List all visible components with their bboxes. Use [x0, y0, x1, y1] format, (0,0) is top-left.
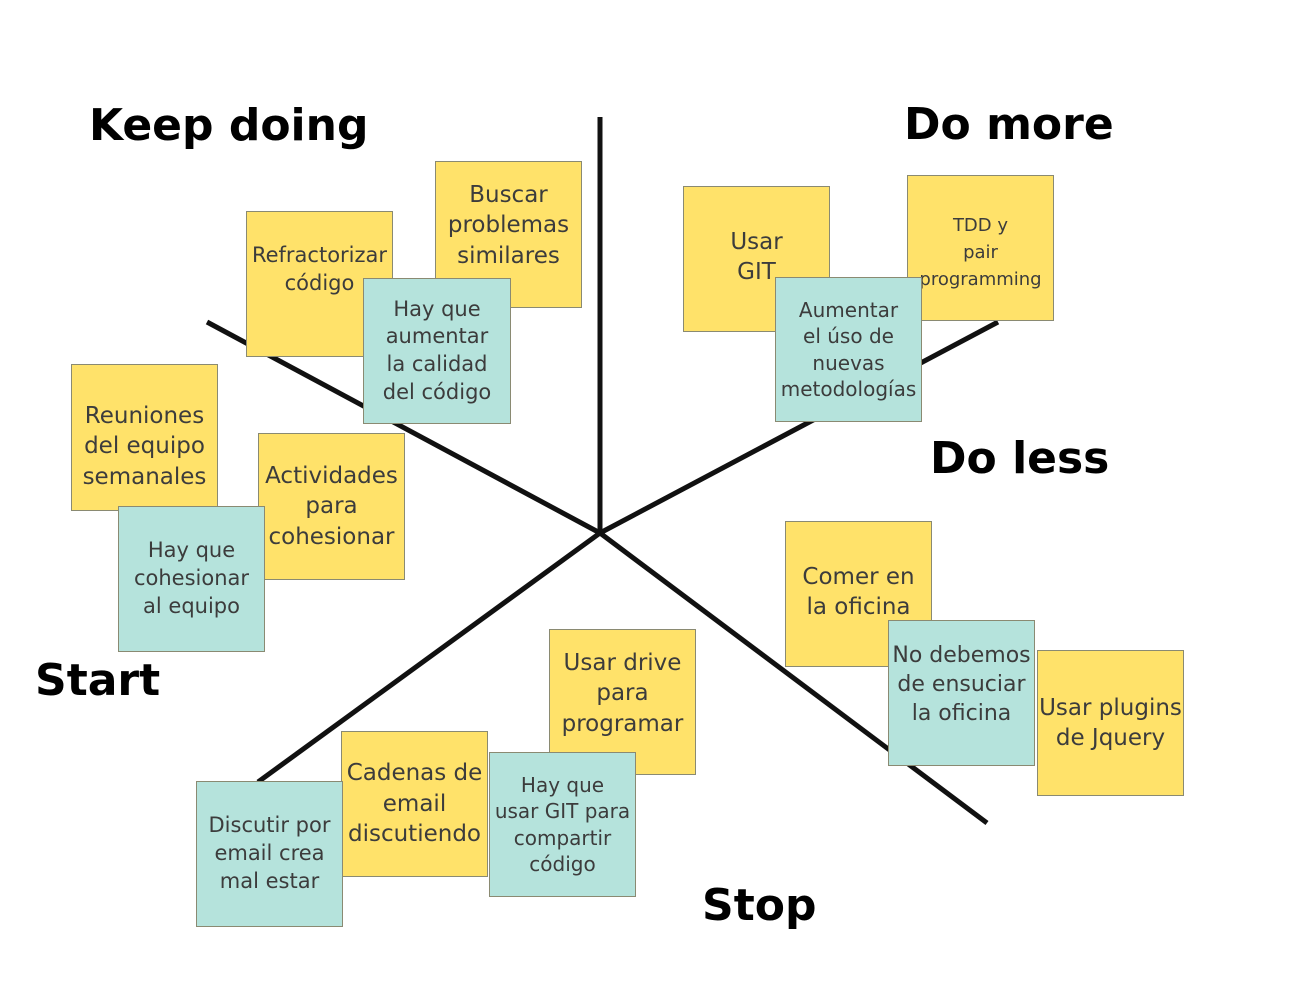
sticky-note-aumentar-calidad[interactable]: Hay que aumentar la calidad del código — [363, 278, 511, 424]
sticky-note-aumentar-metodologias[interactable]: Aumentar el úso de nuevas metodologías — [775, 277, 922, 422]
section-label-keep-doing: Keep doing — [89, 100, 369, 151]
sticky-note-refactorizar[interactable]: Refractorizar código — [246, 211, 393, 357]
sticky-note-actividades[interactable]: Actividades para cohesionar — [258, 433, 405, 580]
section-label-start: Start — [35, 655, 161, 706]
sticky-note-cadenas-email[interactable]: Cadenas de email discutiendo — [341, 731, 488, 877]
sticky-note-usar-drive[interactable]: Usar drive para programar — [549, 629, 696, 775]
sticky-note-cohesionar-equipo[interactable]: Hay que cohesionar al equipo — [118, 506, 265, 652]
sticky-note-reuniones[interactable]: Reuniones del equipo semanales — [71, 364, 218, 511]
axis-stop-start — [256, 530, 602, 785]
axis-do-less-stop — [598, 530, 989, 826]
sticky-note-tdd-pair-programming[interactable]: TDD y pair programming — [907, 175, 1054, 321]
sticky-note-discutir-email[interactable]: Discutir por email crea mal estar — [196, 781, 343, 927]
sticky-note-no-ensuciar[interactable]: No debemos de ensuciar la oficina — [888, 620, 1035, 766]
section-label-stop: Stop — [702, 880, 817, 931]
section-label-do-less: Do less — [930, 433, 1110, 484]
section-label-do-more: Do more — [904, 99, 1114, 150]
sticky-note-usar-git-compartir[interactable]: Hay que usar GIT para compartir código — [489, 752, 636, 897]
sticky-note-usar-plugins[interactable]: Usar plugins de Jquery — [1037, 650, 1184, 796]
axis-do-more-do-less — [598, 319, 1000, 536]
sticky-note-comer-oficina[interactable]: Comer en la oficina — [785, 521, 932, 667]
axis-start-keep — [205, 319, 602, 536]
